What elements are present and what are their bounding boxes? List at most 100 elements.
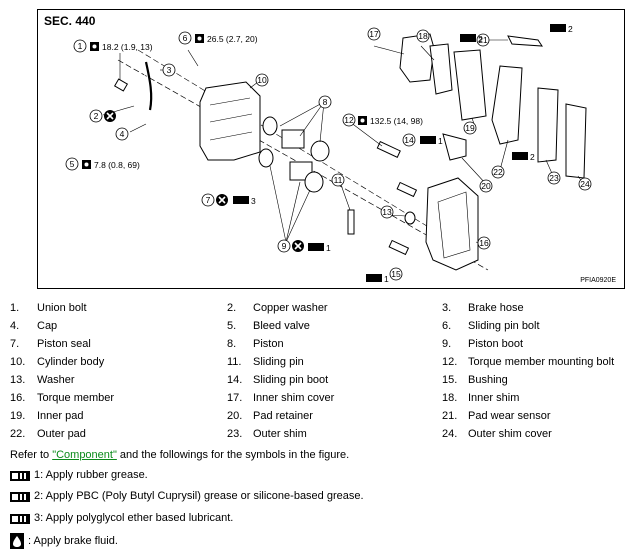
- diagram-drawing: [102, 33, 587, 271]
- part-number: 7.: [10, 338, 20, 350]
- part-number: 17.: [227, 392, 243, 404]
- callout-13: 13: [380, 205, 394, 219]
- grease-symbol-icon: [10, 471, 30, 482]
- callout-number: 20: [481, 181, 491, 191]
- part-name: Washer: [37, 374, 75, 386]
- part-name: Pad retainer: [253, 410, 313, 422]
- torque-value: 7.8 (0.8, 69): [94, 160, 140, 170]
- grease-tag-icon: [550, 24, 566, 32]
- union-bolt-shape: [113, 78, 129, 92]
- part-name: Copper washer: [253, 302, 328, 314]
- part-number: 24.: [442, 428, 458, 440]
- callout-11: 11: [331, 173, 345, 187]
- callout-5: 5: [65, 157, 79, 171]
- part-number: 19.: [10, 410, 26, 422]
- part-name: Piston seal: [37, 338, 91, 350]
- figure-code: PFIA0920E: [580, 277, 616, 284]
- part-number: 5.: [227, 320, 237, 332]
- callout-19: 19: [463, 121, 477, 135]
- part-row: 19. Inner pad 20. Pad retainer 21. Pad wear s…: [0, 410, 629, 428]
- callout-number: 12: [344, 115, 354, 125]
- part-number: 6.: [442, 320, 452, 332]
- callout-16: 16: [477, 236, 491, 250]
- part-name: Sliding pin: [253, 356, 304, 368]
- part-name: Outer shim: [253, 428, 307, 440]
- part-number: 12.: [442, 356, 458, 368]
- callout-number: 7: [206, 195, 211, 205]
- part-number: 20.: [227, 410, 243, 422]
- part-name: Torque member: [37, 392, 115, 404]
- part-name: Outer pad: [37, 428, 86, 440]
- grease-tag-icon: [460, 34, 476, 42]
- callout-number: 3: [167, 65, 172, 75]
- part-number: 21.: [442, 410, 458, 422]
- legend-text: 1: Apply rubber grease.: [34, 469, 148, 482]
- callout-number: 10: [257, 75, 267, 85]
- callout-number: 9: [282, 241, 287, 251]
- callout-number: 11: [334, 175, 343, 185]
- callout-number: 24: [580, 179, 590, 189]
- part-name: Union bolt: [37, 302, 87, 314]
- legend-text: 3: Apply polyglycol ether based lubrican…: [34, 512, 234, 525]
- torque-value: 18.2 (1.9, 13): [102, 42, 153, 52]
- legend-item: 2: Apply PBC (Poly Butyl Cuprysil) greas…: [10, 490, 364, 506]
- callout-number: 18: [418, 31, 428, 41]
- part-name: Cylinder body: [37, 356, 105, 368]
- brake-fluid-icon: [10, 533, 24, 549]
- part-name: Pad wear sensor: [468, 410, 551, 422]
- callout-22: 22: [491, 165, 505, 179]
- outer-pad-shape: [491, 65, 523, 145]
- part-name: Outer shim cover: [468, 428, 552, 440]
- callout-number: 8: [323, 97, 328, 107]
- part-name: Inner pad: [37, 410, 84, 422]
- inner-shim-shape: [429, 43, 453, 95]
- part-name: Brake hose: [468, 302, 524, 314]
- callout-number: 17: [369, 29, 379, 39]
- refer-note: Refer to "Component" and the followings …: [10, 449, 349, 461]
- callout-23: 23: [547, 171, 561, 185]
- pad-retainer-shape: [442, 133, 467, 161]
- grease-tag-icon: [366, 274, 382, 282]
- component-link[interactable]: "Component": [52, 449, 117, 461]
- part-name: Cap: [37, 320, 58, 332]
- part-name: Torque member mounting bolt: [468, 356, 615, 368]
- grease-tag-number: 2: [568, 24, 573, 34]
- inner-shim-cover-shape: [399, 33, 435, 83]
- grease-tag-number: 1: [438, 136, 443, 146]
- washer-shape: [404, 211, 416, 225]
- leader-lines: [102, 39, 586, 246]
- part-number: 2.: [227, 302, 237, 314]
- grease-tag-number: 1: [326, 243, 331, 253]
- part-name: Inner shim cover: [253, 392, 335, 404]
- part-number: 23.: [227, 428, 243, 440]
- exploded-diagram: SEC. 440: [37, 9, 625, 289]
- grease-tag-number: 3: [251, 196, 256, 206]
- grease-tag-icon: [512, 152, 528, 160]
- part-number: 1.: [10, 302, 20, 314]
- torque-value: 132.5 (14, 98): [370, 116, 423, 126]
- callout-12: 12: [342, 113, 356, 127]
- torque-member-shape: [425, 177, 479, 271]
- grease-tag-number: 2: [530, 152, 535, 162]
- inner-pad-shape: [453, 49, 487, 121]
- callout-number: 1: [78, 41, 83, 51]
- section-title: SEC. 440: [44, 14, 96, 28]
- outer-shim-shape: [537, 87, 559, 163]
- callout-18: 18: [416, 29, 430, 43]
- part-number: 16.: [10, 392, 26, 404]
- callout-number: 13: [382, 207, 392, 217]
- part-number: 8.: [227, 338, 237, 350]
- callout-number: 4: [120, 129, 125, 139]
- piston-seal-shape: [262, 116, 278, 136]
- part-name: Piston: [253, 338, 284, 350]
- refer-text-before: Refer to: [10, 449, 53, 461]
- grease-symbol-icon: [10, 514, 30, 525]
- callout-9: 9: [277, 239, 291, 253]
- part-number: 4.: [10, 320, 20, 332]
- part-name: Bleed valve: [253, 320, 310, 332]
- callout-number: 14: [404, 135, 414, 145]
